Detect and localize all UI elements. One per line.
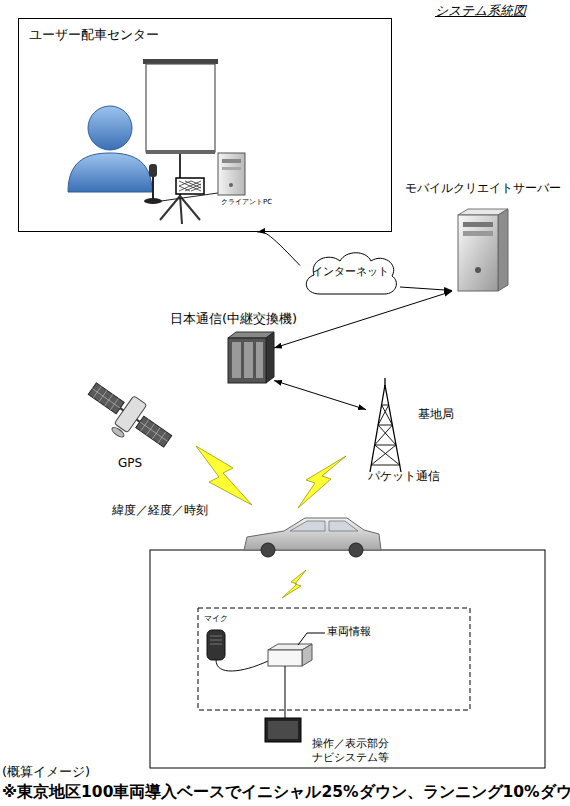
tower-icon [370, 378, 401, 472]
mic-cord [216, 660, 268, 671]
exchange-front [228, 338, 266, 383]
tower-antenna [384, 378, 385, 386]
screen-leg [180, 196, 200, 220]
part-label: 操作／表示部分 ナビシステム等 [312, 737, 402, 765]
unit-side [302, 644, 312, 666]
connector-arrow [400, 287, 452, 290]
server-node: モバイルクリエイトサーバー [452, 208, 508, 293]
connector-arrow [274, 381, 366, 410]
monitor-frame [265, 718, 301, 742]
diagram-title: システム系統図 [435, 3, 526, 19]
lightning-bolt [282, 570, 306, 598]
part-label: マイク [204, 614, 228, 624]
screen-bar [146, 150, 215, 154]
keyboard-icon [176, 178, 204, 194]
cloud-node: インターネット [300, 248, 400, 298]
screen-surface [146, 64, 215, 152]
exchange-rack [256, 342, 263, 378]
server-button [475, 267, 481, 273]
vehicle-frame [150, 550, 545, 768]
note-text: (概算イメージ) [2, 764, 90, 780]
satellite-body [114, 396, 147, 433]
panel-grid [88, 383, 171, 447]
onboard-unit-frame [198, 608, 470, 710]
satellite-icon [79, 374, 178, 461]
note-text: ※東京地区100車両導入ベースでイニシャル25%ダウン、ランニング10%ダウン [2, 783, 570, 802]
lightning-bolt [196, 446, 252, 505]
exchange-side [266, 332, 274, 383]
connector-arrow [257, 232, 300, 266]
base-station-node: 基地局 [366, 382, 406, 474]
pc-case [218, 153, 245, 195]
node-label: 日本通信(中継交換機) [170, 311, 297, 327]
cable [285, 666, 286, 718]
tower-leg [385, 385, 401, 472]
screen-leg [180, 196, 182, 224]
mic-stand [152, 176, 154, 199]
keyboard-keys [179, 181, 201, 191]
connector-arrow [274, 291, 452, 348]
screen-icon [143, 59, 218, 224]
car-window [290, 521, 358, 531]
lightning-bolt [298, 456, 346, 508]
person-icon [68, 106, 152, 192]
part-label: 車両情報 [327, 625, 371, 639]
node-label: 基地局 [418, 407, 454, 422]
pc-drive [222, 159, 241, 163]
car-wheel [261, 543, 275, 557]
screen-cap [143, 59, 218, 64]
person-body [68, 153, 152, 192]
signal-label: 緯度／経度／時刻 [112, 503, 208, 518]
server-front [458, 215, 498, 291]
signal-label: パケット通信 [368, 469, 440, 484]
monitor-screen [268, 721, 298, 739]
mic-head [149, 164, 157, 177]
exchange-rack [232, 342, 241, 378]
exchange-icon [228, 332, 274, 383]
node-label: ユーザー配車センター [29, 27, 159, 43]
part-label: GPS [118, 456, 142, 471]
part-label: クライアントPC [221, 198, 272, 207]
vehicle-unit-icon [268, 644, 312, 666]
node-label: インターネット [300, 265, 400, 279]
satellite-dish [111, 426, 126, 439]
center-box: ユーザー配車センター [18, 18, 392, 232]
tower-lattice [371, 405, 400, 465]
exchange-rack [244, 342, 253, 378]
hand-mic-grille [210, 636, 222, 644]
server-slot [463, 222, 493, 227]
hand-mic-body [207, 630, 225, 660]
unit-front [268, 650, 302, 666]
hand-mic-icon [207, 630, 268, 671]
keyboard-frame [176, 178, 204, 194]
pc-drive [222, 167, 241, 170]
exchange-node: 日本通信(中継交換機) [228, 333, 274, 383]
client-pc-icon [218, 153, 245, 195]
desk-mic-icon [144, 164, 218, 204]
monitor-icon [265, 718, 301, 742]
server-icon [458, 209, 508, 291]
car-icon [244, 518, 381, 557]
mic-base [144, 198, 162, 204]
car-wheel [349, 543, 363, 557]
server-slot [463, 231, 493, 236]
leader-line [298, 633, 325, 645]
server-side [498, 209, 508, 291]
node-label: モバイルクリエイトサーバー [405, 181, 561, 196]
pc-button [229, 183, 233, 187]
person-head [88, 106, 132, 150]
tower-leg [370, 385, 385, 472]
